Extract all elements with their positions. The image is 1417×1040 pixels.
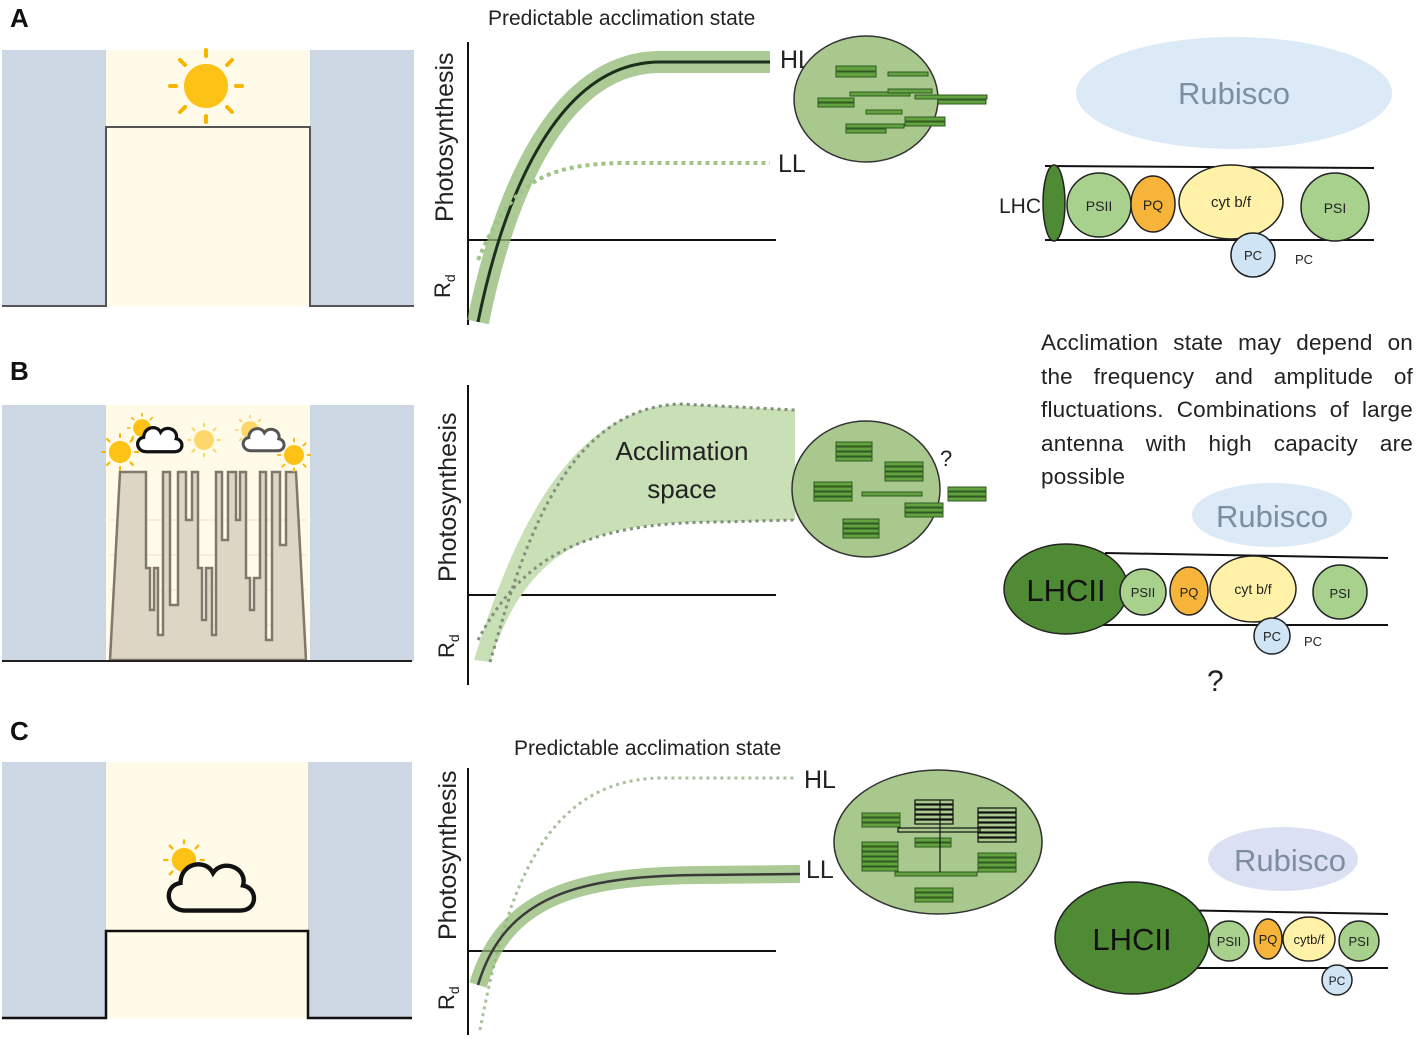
psii-label: PSII xyxy=(1086,198,1112,214)
y-axis-label: Photosynthesis xyxy=(431,52,459,222)
chloroplast-icon xyxy=(793,35,988,163)
pq-label: PQ xyxy=(1143,197,1163,213)
light-response-curve: Photosynthesis Rd Acclimation space xyxy=(434,385,796,685)
pc-label: PC xyxy=(1329,974,1346,988)
panel-letter: B xyxy=(10,356,29,386)
y-axis-label: Photosynthesis xyxy=(434,412,462,582)
acclimation-space-label: Acclimation xyxy=(616,436,749,466)
panel-b: B Photosynthesis Rd xyxy=(2,356,1389,698)
thylakoid-schematic: Rubisco LHCII PSII PQ cyt b/f PSI PC PC … xyxy=(1003,483,1389,698)
hl-curve xyxy=(478,776,795,1031)
rubisco-label: Rubisco xyxy=(1234,843,1346,878)
rd-label: Rd xyxy=(434,634,462,658)
acclimation-space-band xyxy=(474,404,795,662)
cloud-icon xyxy=(135,426,184,454)
fluctuating-light-trace xyxy=(108,470,308,662)
psi-label: PSI xyxy=(1330,586,1351,601)
cytbf-label: cytb/f xyxy=(1293,932,1324,947)
lhcii-label: LHCII xyxy=(1026,573,1105,608)
lower-bound-curve xyxy=(476,518,796,641)
curve-title: Predictable acclimation state xyxy=(514,737,781,760)
pc-side-label: PC xyxy=(1304,634,1322,649)
acclimation-note: Acclimation state may depend on the freq… xyxy=(1041,330,1413,489)
light-response-curve: Predictable acclimation state Photosynth… xyxy=(434,737,836,1035)
cloud-icon xyxy=(241,427,286,453)
ll-curve xyxy=(476,872,801,986)
hl-curve xyxy=(476,60,770,323)
light-response-curve: Predictable acclimation state Photosynth… xyxy=(430,7,812,325)
light-environment xyxy=(2,762,412,1020)
pc-label: PC xyxy=(1244,248,1262,263)
acclimation-space-label: space xyxy=(647,474,716,504)
panel-c: C Predictable acclimation state Photosyn… xyxy=(2,716,1389,1035)
psi-label: PSI xyxy=(1324,200,1347,216)
psi-label: PSI xyxy=(1349,934,1370,949)
thylakoid-schematic: Rubisco LHC PSII PQ cyt b/f PSI PC PC xyxy=(999,37,1392,278)
light-environment xyxy=(2,48,414,307)
cytbf-label: cyt b/f xyxy=(1211,194,1252,211)
y-axis-label: Photosynthesis xyxy=(434,770,462,940)
psii-label: PSII xyxy=(1217,934,1242,949)
panel-a: A Predictable acclimation state Photosyn… xyxy=(2,3,1392,325)
chloroplast-icon xyxy=(833,769,1043,915)
rd-label: Rd xyxy=(430,274,458,298)
ll-band xyxy=(469,865,801,988)
thylakoid-schematic: Rubisco LHCII PSII PQ cytb/f PSI PC xyxy=(1054,827,1389,996)
unknown-mark: ? xyxy=(1207,665,1224,698)
cytbf-label: cyt b/f xyxy=(1234,581,1271,597)
pq-label: PQ xyxy=(1259,932,1278,947)
pc-label: PC xyxy=(1263,629,1281,644)
curve-title: Predictable acclimation state xyxy=(488,7,755,30)
rubisco-label: Rubisco xyxy=(1178,76,1290,111)
panel-letter: A xyxy=(10,3,29,33)
lhc-label: LHC xyxy=(999,195,1041,218)
ll-label: LL xyxy=(806,856,834,884)
lhcii-label: LHCII xyxy=(1092,922,1171,957)
rubisco-label: Rubisco xyxy=(1216,499,1328,534)
pq-label: PQ xyxy=(1180,585,1199,600)
ll-curve xyxy=(476,161,770,261)
pc-side-label: PC xyxy=(1295,252,1313,267)
hl-label: HL xyxy=(804,766,836,794)
psii-label: PSII xyxy=(1131,585,1156,600)
chloroplast-icon: ? xyxy=(791,420,987,558)
light-environment xyxy=(2,405,414,662)
panel-letter: C xyxy=(10,716,29,746)
rd-label: Rd xyxy=(434,986,462,1010)
ll-label: LL xyxy=(778,150,806,178)
unknown-mark: ? xyxy=(940,446,952,471)
